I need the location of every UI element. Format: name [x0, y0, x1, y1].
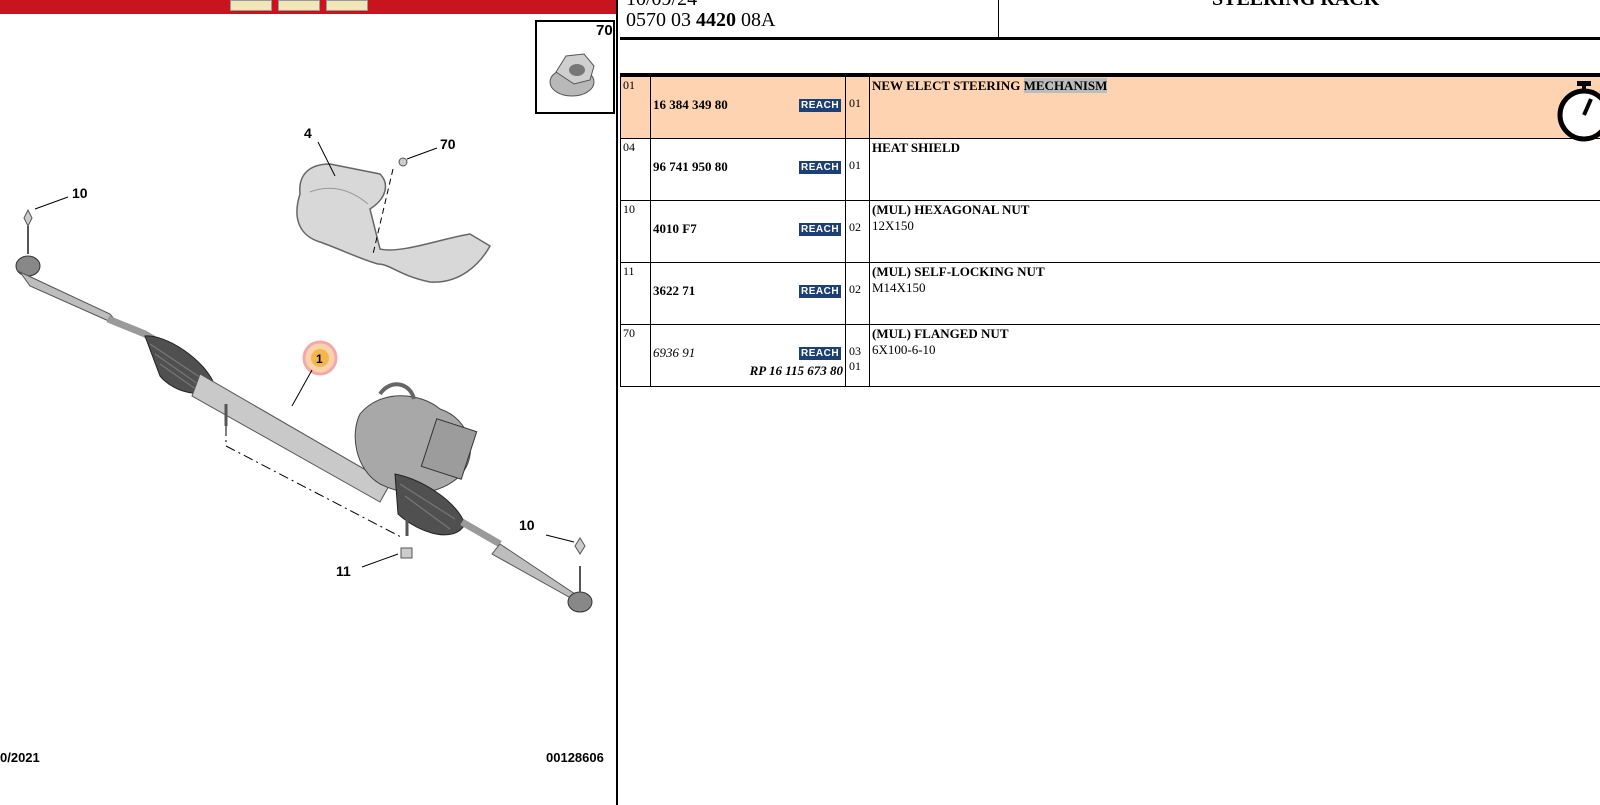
- part-number[interactable]: 96 741 950 80: [653, 159, 728, 174]
- callout-4: 4: [304, 125, 312, 141]
- table-row[interactable]: 11 3622 71 REACH 02 (MUL) SELF-LOCKING N…: [620, 262, 1600, 325]
- nut-11-icon: [400, 547, 413, 559]
- toolbar-bar: [0, 0, 616, 14]
- table-row[interactable]: 04 96 741 950 80 REACH 01 HEAT SHIELD: [620, 138, 1600, 201]
- leader-line: [545, 534, 575, 543]
- diagram-date: 0/2021: [0, 750, 40, 765]
- stopwatch-icon[interactable]: [1555, 79, 1600, 145]
- row-index: 01: [620, 76, 651, 139]
- diagram-panel: 70 4 70 10: [0, 0, 618, 805]
- zoom-out-tool-icon[interactable]: [278, 0, 320, 11]
- callout-11: 11: [336, 563, 351, 579]
- zoom-reset-tool-icon[interactable]: [326, 0, 368, 11]
- assembly-dash-line: [225, 426, 404, 539]
- steering-rack-part: [106, 315, 593, 613]
- row-index: 10: [620, 200, 651, 263]
- leader-line: [34, 196, 69, 210]
- replacement-quantity: 01: [849, 359, 861, 373]
- flanged-nut-inset-icon: [549, 53, 595, 97]
- callout-70: 70: [440, 136, 456, 152]
- description: HEAT SHIELD: [872, 140, 961, 155]
- reach-badge: REACH: [799, 99, 842, 112]
- part-number[interactable]: 16 384 349 80: [653, 97, 728, 112]
- part-number[interactable]: 4010 F7: [653, 221, 697, 236]
- heat-shield-part: [296, 163, 492, 283]
- leader-line: [361, 553, 399, 568]
- callout-10-right: 10: [519, 517, 535, 533]
- zoom-in-tool-icon[interactable]: [230, 0, 272, 11]
- quantity: 03: [849, 344, 861, 358]
- replacement-part-number[interactable]: RP 16 115 673 80: [749, 363, 843, 378]
- description-spec: 12X150: [872, 218, 914, 233]
- part-number[interactable]: 6936 91: [653, 345, 696, 360]
- parts-table: 01 16 384 349 80 REACH 01 NEW ELECT STEE…: [620, 76, 1600, 387]
- page-header: 10/09/24 0570 03 4420 08A STEERING RACK: [620, 0, 1600, 40]
- description: (MUL) HEXAGONAL NUT: [872, 202, 1030, 217]
- callout-1: 1: [316, 352, 323, 366]
- reach-badge: REACH: [799, 347, 842, 360]
- table-row[interactable]: 01 16 384 349 80 REACH 01 NEW ELECT STEE…: [620, 76, 1600, 142]
- diagram-code: 00128606: [546, 750, 604, 765]
- parts-panel: 10/09/24 0570 03 4420 08A STEERING RACK …: [620, 0, 1600, 805]
- left-tie-rod: [18, 270, 121, 327]
- leader-line: [291, 369, 313, 407]
- exploded-parts-diagram: 70 4 70 10: [15, 20, 615, 613]
- description-spec: 6X100-6-10: [872, 342, 936, 357]
- leader-line: [406, 147, 438, 160]
- reach-badge: REACH: [799, 285, 842, 298]
- part-number[interactable]: 3622 71: [653, 283, 696, 298]
- header-date: 10/09/24: [626, 0, 697, 11]
- inset-label: 70: [596, 22, 613, 39]
- quantity: 01: [849, 96, 861, 110]
- nut-10-left-icon: [23, 208, 33, 228]
- divider: [620, 73, 1600, 76]
- description: NEW ELECT STEERING MECHANISM: [872, 78, 1108, 93]
- callout-10-left: 10: [72, 185, 88, 201]
- assembly-dash-line: [372, 168, 394, 255]
- leader-line: [317, 141, 336, 177]
- row-index: 70: [620, 324, 651, 387]
- description: (MUL) FLANGED NUT: [872, 326, 1009, 341]
- quantity: 01: [849, 158, 861, 172]
- quantity: 02: [849, 220, 861, 234]
- description-spec: M14X150: [872, 280, 926, 295]
- table-row[interactable]: 70 6936 91 REACH RP 16 115 673 80 03 01 …: [620, 324, 1600, 387]
- reach-badge: REACH: [799, 223, 842, 236]
- page-title: STEERING RACK: [1212, 0, 1379, 11]
- quantity: 02: [849, 282, 861, 296]
- row-index: 11: [620, 262, 651, 325]
- nut-10-right-icon: [574, 537, 586, 555]
- row-index: 04: [620, 138, 651, 201]
- description: (MUL) SELF-LOCKING NUT: [872, 264, 1045, 279]
- table-row[interactable]: 10 4010 F7 REACH 02 (MUL) HEXAGONAL NUT …: [620, 200, 1600, 263]
- header-reference: 0570 03 4420 08A: [626, 9, 776, 31]
- reach-badge: REACH: [799, 161, 842, 174]
- nut-70-icon: [398, 157, 408, 167]
